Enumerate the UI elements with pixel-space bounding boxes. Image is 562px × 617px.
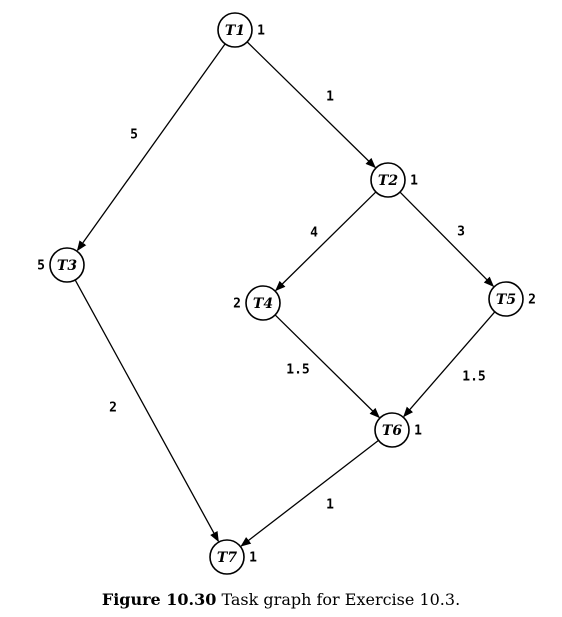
node-t3: T3 5 (37, 247, 85, 283)
edge-t4-t6 (274, 314, 380, 419)
node-circle-t3 (49, 247, 85, 283)
edge-t2-t5 (399, 191, 495, 287)
node-label-t4: T4 (253, 296, 273, 312)
node-weight-t1: 1 (257, 24, 265, 39)
figure-number: Figure 10.30 (101, 590, 217, 609)
node-weight-t6: 1 (414, 424, 422, 439)
node-circle-t2 (370, 162, 406, 198)
node-circle-t5 (488, 281, 524, 317)
edge-t6-t7 (240, 439, 379, 547)
node-circle-t1 (217, 12, 253, 48)
edge-label-t5-t6: 1.5 (462, 370, 485, 385)
node-t7: T7 1 (209, 539, 257, 575)
node-label-t5: T5 (496, 292, 516, 308)
node-label-t1: T1 (225, 23, 245, 39)
node-weight-t2: 1 (410, 174, 418, 189)
edges: 5 1 4 3 2 1.5 1.5 1 (74, 41, 496, 547)
node-t5: T5 2 (488, 281, 536, 317)
edge-label-t3-t7: 2 (109, 401, 117, 416)
edge-t1-t2 (246, 41, 376, 169)
node-t2: T2 1 (370, 162, 418, 198)
node-weight-t3: 5 (37, 259, 45, 274)
edge-t2-t4 (275, 191, 377, 292)
edge-t5-t6 (403, 311, 496, 418)
edge-label-t6-t7: 1 (326, 498, 334, 513)
node-t6: T6 1 (374, 412, 422, 448)
figure-caption: Figure 10.30 Task graph for Exercise 10.… (0, 590, 562, 609)
node-t1: T1 1 (217, 12, 265, 48)
edge-t1-t3 (76, 43, 226, 252)
edge-label-t4-t6: 1.5 (286, 363, 309, 378)
node-weight-t4: 2 (233, 297, 241, 312)
node-weight-t5: 2 (528, 293, 536, 308)
edge-label-t1-t3: 5 (130, 128, 138, 143)
edge-label-t1-t2: 1 (326, 90, 334, 105)
edge-t3-t7 (74, 279, 219, 543)
edge-label-t2-t5: 3 (457, 225, 465, 240)
node-label-t2: T2 (378, 173, 398, 189)
node-label-t3: T3 (57, 258, 77, 274)
node-label-t6: T6 (382, 423, 402, 439)
node-circle-t6 (374, 412, 410, 448)
node-circle-t7 (209, 539, 245, 575)
node-circle-t4 (245, 285, 281, 321)
node-weight-t7: 1 (249, 551, 257, 566)
node-t4: T4 2 (233, 285, 281, 321)
edge-label-t2-t4: 4 (310, 226, 318, 241)
node-label-t7: T7 (217, 550, 237, 566)
caption-text: Task graph for Exercise 10.3. (216, 590, 461, 609)
